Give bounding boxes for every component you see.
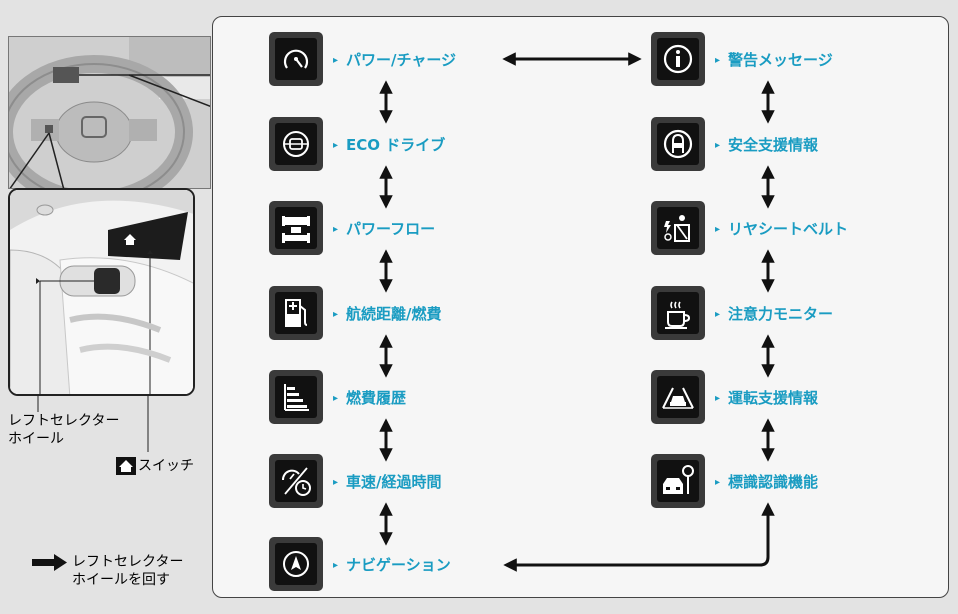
menu-label: 注意力モニター xyxy=(715,303,833,324)
menu-item-safety-support[interactable]: 安全支援情報 xyxy=(653,117,818,171)
navigation-arrows xyxy=(379,52,775,572)
menu-label: 安全支援情報 xyxy=(715,134,818,155)
left-switch-closeup xyxy=(8,188,195,396)
menu-label: 標識認識機能 xyxy=(715,471,818,492)
fuel-pump-icon xyxy=(271,288,321,338)
menu-item-sign-recognition[interactable]: 標識認識機能 xyxy=(653,454,818,508)
legend-arrow-icon xyxy=(32,554,67,571)
menu-item-range-fuel[interactable]: 航続距離/燃費 xyxy=(271,286,442,340)
menu-item-power-charge[interactable]: パワー/チャージ xyxy=(271,32,456,86)
steering-wheel-illustration xyxy=(9,37,210,188)
home-icon-on-switch xyxy=(124,234,136,245)
home-icon xyxy=(116,457,136,475)
menu-label: パワーフロー xyxy=(333,218,435,239)
steering-wheel-overview xyxy=(8,36,211,189)
menu-label: 運転支援情報 xyxy=(715,387,818,408)
menu-label: ECO ドライブ xyxy=(333,134,445,155)
caption-leader-lines xyxy=(37,394,149,452)
menu-panel: パワー/チャージ ECO ドライブ パワーフロー 航続距離/燃費 燃費履歴 車速… xyxy=(212,16,949,598)
speed-clock-icon xyxy=(271,456,321,506)
bar-history-icon xyxy=(271,372,321,422)
menu-item-driving-assist[interactable]: 運転支援情報 xyxy=(653,370,818,424)
menu-item-attention-monitor[interactable]: 注意力モニター xyxy=(653,286,833,340)
menu-label: パワー/チャージ xyxy=(333,49,456,70)
switch-closeup-illustration xyxy=(10,190,193,394)
arrow-bottom-return xyxy=(503,502,775,572)
menu-item-power-flow[interactable]: パワーフロー xyxy=(271,201,435,255)
menu-label: リヤシートベルト xyxy=(715,218,848,239)
driving-assist-icon xyxy=(653,372,703,422)
home-switch-caption: スイッチ xyxy=(116,457,194,475)
menu-item-speed-time[interactable]: 車速/経過時間 xyxy=(271,454,442,508)
menu-label: 警告メッセージ xyxy=(715,49,833,70)
selector-wheel-caption: レフトセレクター ホイール xyxy=(8,413,120,447)
left-switch-marker xyxy=(45,125,53,133)
legend: レフトセレクター ホイールを回す xyxy=(32,553,183,589)
menu-item-fuel-history[interactable]: 燃費履歴 xyxy=(271,370,406,424)
menu-label: 車速/経過時間 xyxy=(333,471,441,492)
legend-caption: レフトセレクター ホイールを回す xyxy=(72,554,184,588)
menu-item-warning-message[interactable]: 警告メッセージ xyxy=(653,32,833,86)
power-gauge-icon xyxy=(271,34,321,84)
rear-seatbelt-icon xyxy=(653,203,703,253)
menu-label: 航続距離/燃費 xyxy=(333,303,441,324)
menu-item-rear-seatbelt[interactable]: リヤシートベルト xyxy=(653,201,848,255)
safety-support-icon xyxy=(653,119,703,169)
eco-drive-icon xyxy=(271,119,321,169)
menu-label: 燃費履歴 xyxy=(333,387,406,408)
switch-caption-text: スイッチ xyxy=(138,458,194,474)
menu-item-navigation[interactable]: ナビゲーション xyxy=(271,537,451,591)
coffee-cup-icon xyxy=(653,288,703,338)
info-icon xyxy=(653,34,703,84)
sign-recognition-icon xyxy=(653,456,703,506)
display-position-marker xyxy=(53,67,79,83)
menu-item-eco-drive[interactable]: ECO ドライブ xyxy=(271,117,445,171)
menu-label: ナビゲーション xyxy=(333,554,451,575)
navigation-icon xyxy=(271,539,321,589)
power-flow-icon xyxy=(271,203,321,253)
left-selector-wheel xyxy=(94,268,120,294)
